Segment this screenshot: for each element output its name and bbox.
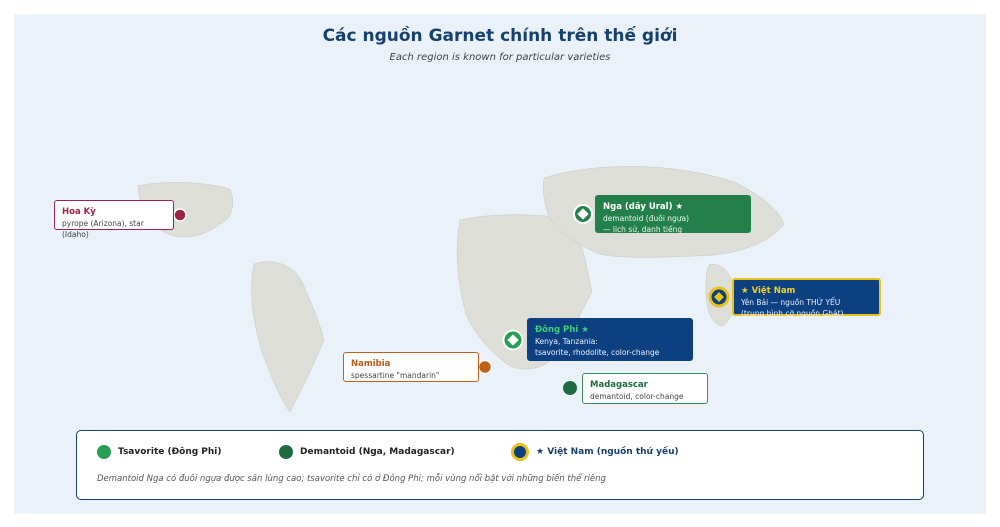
russia-desc-2: — lịch sử, danh tiếng	[603, 225, 683, 234]
label-russia: Nga (dãy Ural) ★ demantoid (đuôi ngựa) —…	[595, 195, 751, 234]
legend-item-tsavorite: Tsavorite (Đông Phi)	[97, 445, 222, 459]
tsavorite-swatch-icon	[97, 445, 111, 459]
madagascar-desc: demantoid, color-change	[590, 392, 684, 401]
legend-demantoid-label: Demantoid (Nga, Madagascar)	[300, 447, 455, 457]
legend-note: Demantoid Nga có đuôi ngựa được săn lùng…	[97, 474, 606, 484]
vietnam-swatch-icon	[511, 443, 529, 461]
russia-name: Nga (dãy Ural) ★	[603, 202, 684, 212]
east-africa-desc-1: Kenya, Tanzania:	[535, 337, 598, 346]
russia-desc-1: demantoid (đuôi ngựa)	[603, 214, 690, 223]
vietnam-desc-2: (trung bình cỡ nguồn Ghát)	[741, 309, 844, 318]
legend-vietnam-label: ★ Việt Nam (nguồn thứ yếu)	[536, 447, 679, 457]
madagascar-marker	[563, 381, 577, 395]
usa-desc: pyrope (Arizona), star (Idaho)	[62, 219, 144, 239]
legend-tsavorite-label: Tsavorite (Đông Phi)	[118, 447, 222, 457]
label-madagascar: Madagascar demantoid, color-change	[582, 373, 708, 404]
label-vietnam: ★ Việt Nam Yên Bái — nguồn THỨ YẾU (trun…	[732, 278, 881, 318]
namibia-name: Namibia	[351, 359, 391, 369]
east-africa-desc-2: tsavorite, rhodolite, color-change	[535, 348, 660, 357]
madagascar-name: Madagascar	[590, 380, 648, 390]
label-usa: Hoa Kỳ pyrope (Arizona), star (Idaho)	[54, 200, 174, 239]
vietnam-name: ★ Việt Nam	[741, 286, 796, 296]
label-namibia: Namibia spessartine "mandarin"	[343, 352, 479, 382]
map-panel: Các nguồn Garnet chính trên thế giới Eac…	[14, 14, 986, 514]
vietnam-desc-1: Yên Bái — nguồn THỨ YẾU	[741, 298, 841, 307]
demantoid-swatch-icon	[279, 445, 293, 459]
legend-item-demantoid: Demantoid (Nga, Madagascar)	[279, 445, 455, 459]
landmass-south-america	[251, 261, 325, 413]
map-subtitle: Each region is known for particular vari…	[389, 52, 611, 63]
label-east-africa: Đông Phi ★ Kenya, Tanzania: tsavorite, r…	[527, 318, 693, 361]
map-title: Các nguồn Garnet chính trên thế giới	[322, 26, 678, 46]
namibia-desc: spessartine "mandarin"	[351, 371, 440, 380]
legend-item-vietnam: ★ Việt Nam (nguồn thứ yếu)	[511, 443, 679, 461]
usa-name: Hoa Kỳ	[62, 207, 96, 217]
east-africa-name: Đông Phi ★	[535, 325, 589, 335]
namibia-marker	[477, 359, 493, 375]
legend: Tsavorite (Đông Phi) Demantoid (Nga, Mad…	[76, 430, 924, 500]
usa-marker	[173, 208, 187, 222]
